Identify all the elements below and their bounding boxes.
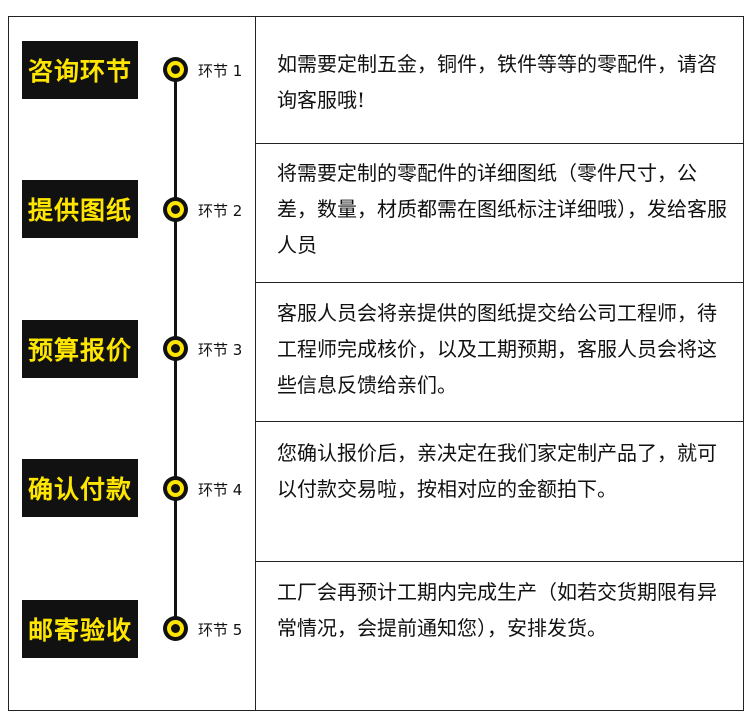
timeline-dot-icon — [163, 336, 188, 361]
step-number: 环节 1 — [198, 62, 243, 80]
step-number: 环节 4 — [198, 481, 243, 499]
timeline-dot-icon — [163, 197, 188, 222]
timeline-dot-icon — [163, 57, 188, 82]
row-divider — [256, 421, 744, 422]
step-description: 工厂会再预计工期内完成生产（如若交货期限有异常情况，会提前通知您），安排发货。 — [277, 580, 717, 640]
step-description: 将需要定制的零配件的详细图纸（零件尺寸，公差，数量，材质都需在图纸标注详细哦），… — [277, 161, 727, 257]
stage-label-quote: 预算报价 — [22, 320, 138, 378]
step-description: 您确认报价后，亲决定在我们家定制产品了，就可以付款交易啦，按相对应的金额拍下。 — [277, 441, 717, 501]
stage-label-payment: 确认付款 — [22, 459, 138, 517]
step-number: 环节 3 — [198, 341, 243, 359]
row-divider — [256, 282, 744, 283]
stage-label-shipping: 邮寄验收 — [22, 600, 138, 658]
timeline-dot-icon — [163, 476, 188, 501]
stage-label-drawings: 提供图纸 — [22, 180, 138, 238]
step-number: 环节 5 — [198, 621, 243, 639]
stage-label-consult: 咨询环节 — [22, 41, 138, 99]
column-divider — [255, 16, 256, 711]
row-divider — [256, 143, 744, 144]
step-number: 环节 2 — [198, 202, 243, 220]
timeline-dot-icon — [163, 616, 188, 641]
process-table — [8, 16, 744, 711]
step-description: 如需要定制五金，铜件，铁件等等的零配件，请咨询客服哦! — [277, 52, 717, 112]
row-divider — [256, 561, 744, 562]
step-description: 客服人员会将亲提供的图纸提交给公司工程师，待工程师完成核价，以及工期预期，客服人… — [277, 301, 717, 397]
